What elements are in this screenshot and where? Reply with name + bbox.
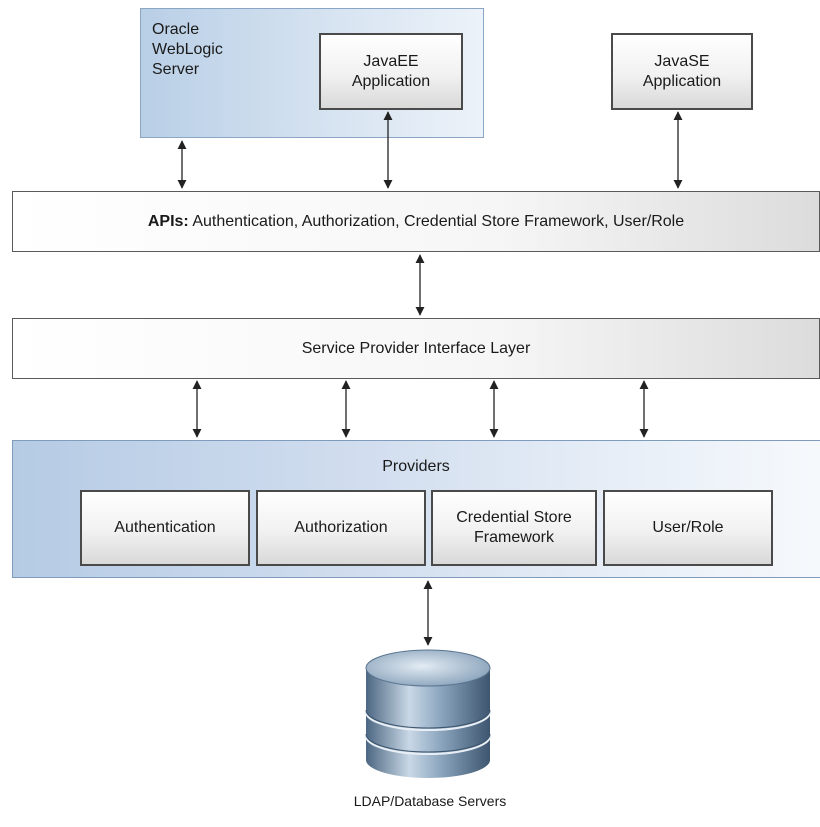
spi-layer-text: Service Provider Interface Layer <box>301 339 531 357</box>
provider-authorization-box: Authorization <box>256 490 426 566</box>
spi-layer: Service Provider Interface Layer <box>12 318 820 379</box>
provider-credential-store-line2: Framework <box>473 529 554 546</box>
javaee-label-line1: JavaEE <box>363 52 419 70</box>
javaee-label-line2: Application <box>351 72 431 90</box>
providers-title: Providers <box>382 458 450 475</box>
javaee-application-box: JavaEE Application <box>319 33 463 110</box>
database-icon <box>365 649 491 778</box>
database-label: LDAP/Database Servers <box>353 793 507 809</box>
api-layer-text: Authentication, Authorization, Credentia… <box>188 212 685 230</box>
provider-authentication-box: Authentication <box>80 490 250 566</box>
provider-user-role-label: User/Role <box>652 519 724 536</box>
javase-label-line2: Application <box>642 72 722 90</box>
provider-authentication-label: Authentication <box>114 519 216 536</box>
javase-label-line1: JavaSE <box>654 52 710 70</box>
javase-application-box: JavaSE Application <box>611 33 753 110</box>
provider-authorization-label: Authorization <box>294 519 388 536</box>
api-layer-bold-label: APIs: <box>147 212 189 230</box>
provider-credential-store-line1: Credential Store <box>456 509 572 526</box>
provider-user-role-box: User/Role <box>603 490 773 566</box>
api-layer: APIs: Authentication, Authorization, Cre… <box>12 191 820 252</box>
provider-credential-store-box: Credential Store Framework <box>431 490 597 566</box>
weblogic-server-label: Oracle WebLogic Server <box>152 21 223 78</box>
